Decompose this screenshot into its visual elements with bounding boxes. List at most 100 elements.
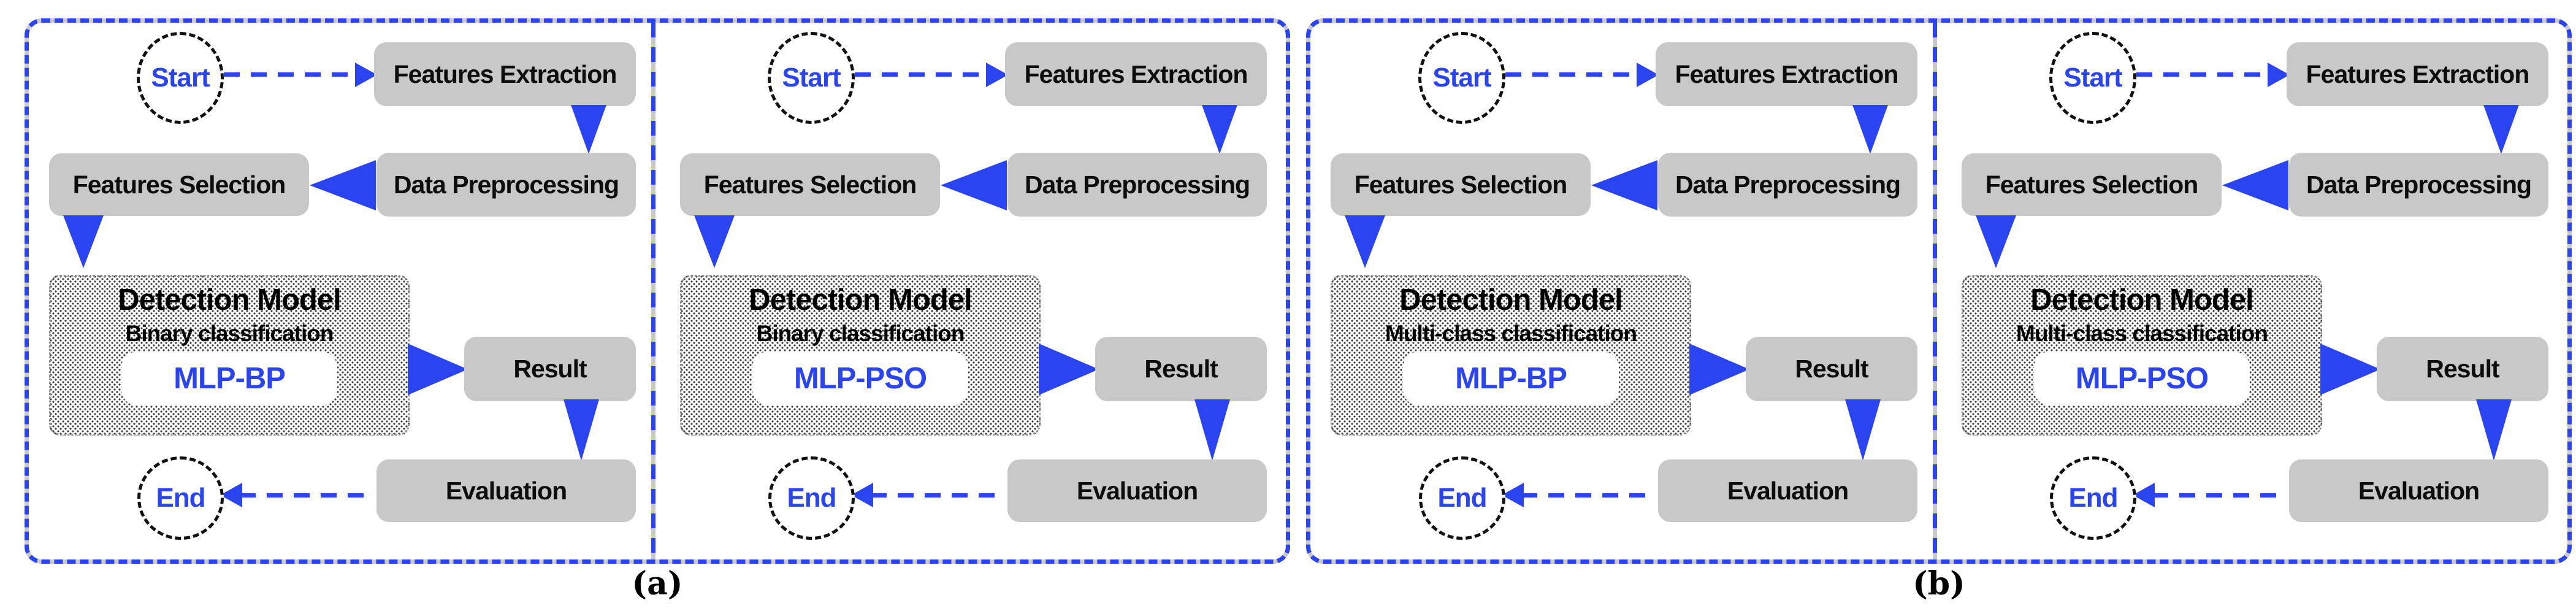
figure-label-a: (a) xyxy=(632,565,683,602)
result-box: Result xyxy=(2377,337,2548,401)
detection-model-title: Detection Model xyxy=(118,283,341,317)
start-label: Start xyxy=(782,63,841,93)
arrow-down-icon xyxy=(1852,105,1888,154)
features-selection-box: Features Selection xyxy=(680,153,940,216)
arrow-right-icon xyxy=(408,344,468,395)
features-extraction-box: Features Extraction xyxy=(1005,42,1267,106)
classification-type-label: Binary classification xyxy=(756,321,965,346)
start-node: Start xyxy=(137,32,224,124)
model-name-label: MLP-PSO xyxy=(793,362,927,395)
arrow-right-icon xyxy=(1039,344,1099,395)
arrow-down-icon xyxy=(2476,399,2512,461)
start-node: Start xyxy=(768,32,855,124)
start-label: Start xyxy=(151,63,210,93)
data-preprocessing-box: Data Preprocessing xyxy=(376,153,636,217)
data-preprocessing-box: Data Preprocessing xyxy=(1658,153,1917,217)
start-to-extraction-dashed-arrow xyxy=(2136,72,2270,77)
detection-model-box: Detection Model Binary classification ML… xyxy=(680,275,1041,436)
result-label: Result xyxy=(2426,355,2499,383)
start-node: Start xyxy=(2049,32,2136,124)
arrow-right-icon xyxy=(2268,63,2290,87)
features-extraction-label: Features Extraction xyxy=(393,60,617,88)
evaluation-label: Evaluation xyxy=(1727,476,1849,505)
model-name-label: MLP-BP xyxy=(174,362,286,395)
panel-divider xyxy=(651,23,655,559)
arrow-left-icon xyxy=(1591,160,1657,210)
evaluation-box: Evaluation xyxy=(1658,459,1917,522)
flow-panel-binary-mlp-bp: Start Features Extraction Data Preproces… xyxy=(29,23,655,551)
model-name-box: MLP-PSO xyxy=(752,352,968,405)
evaluation-box: Evaluation xyxy=(2289,459,2548,522)
end-node: End xyxy=(2050,456,2136,540)
arrow-down-icon xyxy=(2483,105,2519,154)
flow-panel-multiclass-mlp-bp: Start Features Extraction Data Preproces… xyxy=(1310,23,1937,551)
panel-group-a: Start Features Extraction Data Preproces… xyxy=(25,18,1290,602)
result-label: Result xyxy=(513,355,587,383)
model-name-box: MLP-BP xyxy=(1403,352,1619,405)
end-label: End xyxy=(156,483,205,513)
figure-label-b: (b) xyxy=(1913,565,1965,602)
features-selection-box: Features Selection xyxy=(49,153,309,216)
start-node: Start xyxy=(1418,32,1505,124)
arrow-down-icon xyxy=(694,215,735,268)
end-node: End xyxy=(1419,456,1505,540)
arrow-down-icon xyxy=(1845,399,1881,461)
arrow-left-icon xyxy=(851,483,873,507)
data-preprocessing-box: Data Preprocessing xyxy=(1007,153,1267,217)
features-extraction-box: Features Extraction xyxy=(2287,42,2548,106)
detection-model-title: Detection Model xyxy=(2030,283,2253,317)
features-selection-label: Features Selection xyxy=(1354,170,1568,199)
arrow-left-icon xyxy=(1502,483,1524,507)
evaluation-box: Evaluation xyxy=(376,459,636,522)
data-preprocessing-label: Data Preprocessing xyxy=(1675,170,1901,199)
end-label: End xyxy=(2068,483,2118,513)
arrow-down-icon xyxy=(571,105,606,154)
arrow-right-icon xyxy=(1689,344,1749,395)
data-preprocessing-label: Data Preprocessing xyxy=(2306,170,2532,199)
detection-model-title: Detection Model xyxy=(749,283,972,317)
evaluation-label: Evaluation xyxy=(445,476,567,505)
data-preprocessing-label: Data Preprocessing xyxy=(393,170,619,199)
model-name-box: MLP-BP xyxy=(121,352,337,405)
panel-divider xyxy=(1933,23,1937,559)
result-label: Result xyxy=(1144,355,1218,383)
arrow-right-icon xyxy=(986,63,1008,87)
arrow-left-icon xyxy=(220,483,242,507)
detection-model-box: Detection Model Binary classification ML… xyxy=(49,275,410,436)
features-extraction-box: Features Extraction xyxy=(374,42,636,106)
features-selection-box: Features Selection xyxy=(1962,153,2222,216)
evaluation-to-end-dashed-arrow xyxy=(2152,493,2286,498)
model-name-box: MLP-PSO xyxy=(2034,352,2250,405)
classification-type-label: Multi-class classification xyxy=(1385,321,1637,346)
evaluation-label: Evaluation xyxy=(2358,476,2480,505)
arrow-left-icon xyxy=(310,160,376,210)
data-preprocessing-label: Data Preprocessing xyxy=(1024,170,1250,199)
data-preprocessing-box: Data Preprocessing xyxy=(2289,153,2548,217)
features-selection-box: Features Selection xyxy=(1331,153,1591,216)
features-extraction-label: Features Extraction xyxy=(1024,60,1248,88)
model-name-label: MLP-PSO xyxy=(2075,362,2209,395)
result-box: Result xyxy=(464,337,636,401)
flow-panel-binary-mlp-pso: Start Features Extraction Data Preproces… xyxy=(660,23,1286,551)
arrow-down-icon xyxy=(63,215,104,268)
result-box: Result xyxy=(1095,337,1267,401)
evaluation-label: Evaluation xyxy=(1076,476,1198,505)
model-name-label: MLP-BP xyxy=(1455,362,1567,395)
arrow-right-icon xyxy=(355,63,377,87)
panel-group-b: Start Features Extraction Data Preproces… xyxy=(1306,18,2572,602)
arrow-down-icon xyxy=(564,399,599,461)
end-node: End xyxy=(768,456,855,540)
start-label: Start xyxy=(2063,63,2122,93)
features-selection-label: Features Selection xyxy=(1985,170,2199,199)
detection-model-box: Detection Model Multi-class classificati… xyxy=(1962,275,2322,436)
evaluation-to-end-dashed-arrow xyxy=(240,493,373,498)
result-box: Result xyxy=(1746,337,1917,401)
classification-type-label: Multi-class classification xyxy=(2016,321,2268,346)
features-selection-label: Features Selection xyxy=(72,170,286,199)
detection-model-title: Detection Model xyxy=(1399,283,1622,317)
start-to-extraction-dashed-arrow xyxy=(855,72,988,77)
end-label: End xyxy=(1437,483,1487,513)
end-node: End xyxy=(137,456,224,540)
start-to-extraction-dashed-arrow xyxy=(1505,72,1639,77)
